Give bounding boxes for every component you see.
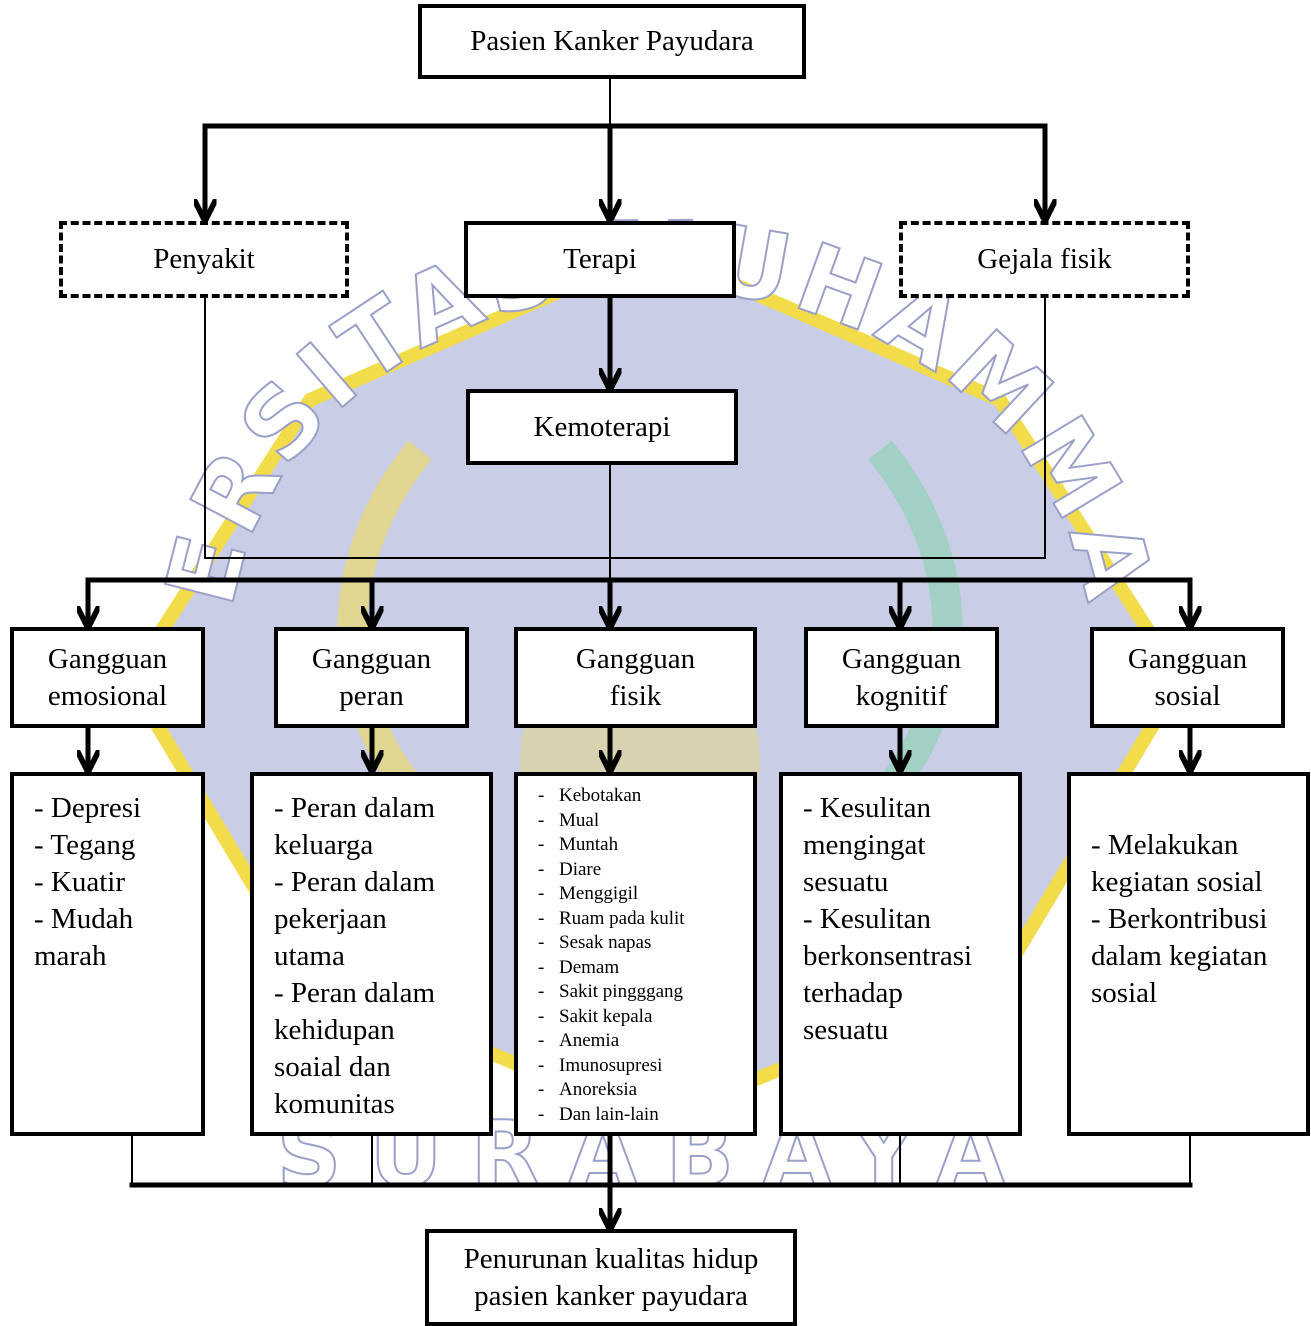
detail-line: kegiatan sosial [1091, 866, 1263, 898]
cat-emosional-line2: emosional [47, 679, 168, 712]
node-root: Pasien Kanker Payudara [418, 4, 806, 79]
detail-line: - Melakukan [1091, 829, 1239, 861]
cat-kognitif-line1: Gangguan [841, 642, 962, 675]
detail-item: -Sakit pingggang [538, 980, 749, 1005]
detail-item-text: Sesak napas [559, 932, 652, 953]
detail-line: sosial [1091, 977, 1158, 1009]
detail-item: -Ruam pada kulit [538, 907, 749, 932]
cat-fisik-line1: Gangguan [575, 642, 696, 675]
detail-line: - Peran dalam [274, 792, 436, 824]
node-root-label: Pasien Kanker Payudara [470, 25, 754, 57]
node-terapi: Terapi [464, 221, 736, 298]
detail-item-text: Demam [559, 956, 620, 978]
detail-item-text: Muntah [559, 834, 619, 855]
detail-item: -Sakit kepala [538, 1005, 749, 1030]
node-cat-emosional: Gangguan emosional [10, 627, 205, 728]
detail-line: - Kuatir [34, 866, 125, 898]
detail-fisik: -Kebotakan -Mual -Muntah -Diare -Menggig… [514, 772, 757, 1136]
detail-line: sesuatu [803, 866, 889, 898]
detail-item: -Sesak napas [538, 931, 749, 956]
node-outcome: Penurunan kualitas hidup pasien kanker p… [425, 1229, 797, 1326]
node-penyakit-label: Penyakit [153, 243, 255, 275]
detail-line: - Kesulitan [803, 903, 932, 935]
detail-line: sesuatu [803, 1014, 889, 1046]
cat-kognitif-line2: kognitif [855, 679, 948, 712]
detail-line: mengingat [803, 829, 926, 861]
node-cat-fisik: Gangguan fisik [514, 627, 757, 728]
cat-emosional-line1: Gangguan [47, 642, 168, 675]
detail-sosial: - Melakukan kegiatan sosial - Berkontrib… [1067, 772, 1310, 1136]
detail-line: marah [34, 940, 107, 972]
detail-line: - Berkontribusi [1091, 903, 1268, 935]
detail-item-text: Diare [559, 858, 602, 880]
detail-item: -Imunosupresi [538, 1054, 749, 1079]
detail-line: - Tegang [34, 829, 136, 861]
detail-item-text: Kebotakan [559, 785, 642, 806]
detail-line: komunitas [274, 1088, 395, 1120]
detail-item: -Demam [538, 956, 749, 981]
cat-fisik-line2: fisik [609, 679, 662, 712]
detail-item-text: Sakit pingggang [559, 981, 684, 1002]
detail-line: - Peran dalam [274, 977, 436, 1009]
detail-item-text: Mual [559, 809, 600, 831]
node-kemoterapi-label: Kemoterapi [533, 410, 671, 443]
detail-item: -Kebotakan [538, 784, 749, 809]
node-cat-sosial: Gangguan sosial [1090, 627, 1285, 728]
cat-peran-line2: peran [339, 679, 404, 712]
detail-kognitif: - Kesulitan mengingat sesuatu - Kesulita… [779, 772, 1022, 1136]
detail-line: - Peran dalam [274, 866, 436, 898]
cat-peran-line1: Gangguan [311, 642, 432, 675]
detail-item-text: Sakit kepala [559, 1005, 653, 1027]
detail-line: berkonsentrasi [803, 940, 973, 972]
detail-line: terhadap [803, 977, 903, 1009]
detail-item-text: Anoreksia [559, 1079, 638, 1100]
node-terapi-label: Terapi [563, 243, 637, 275]
detail-line: pekerjaan [274, 903, 387, 935]
cat-sosial-line1: Gangguan [1127, 642, 1248, 675]
node-cat-peran: Gangguan peran [274, 627, 469, 728]
detail-item-text: Anemia [559, 1030, 620, 1051]
detail-item-text: Menggigil [559, 883, 639, 904]
detail-line: dalam kegiatan [1091, 940, 1268, 972]
cat-sosial-line2: sosial [1154, 679, 1221, 712]
detail-line: - Kesulitan [803, 792, 932, 824]
detail-item: -Menggigil [538, 882, 749, 907]
node-kemoterapi: Kemoterapi [466, 389, 738, 465]
detail-line: - Depresi [34, 792, 142, 824]
detail-item-text: Ruam pada kulit [559, 907, 685, 929]
detail-item: -Anemia [538, 1029, 749, 1054]
outcome-line2: pasien kanker payudara [474, 1279, 748, 1312]
detail-item: -Anoreksia [538, 1078, 749, 1103]
detail-line: kehidupan [274, 1014, 395, 1046]
node-gejala-fisik: Gejala fisik [899, 221, 1190, 298]
node-cat-kognitif: Gangguan kognitif [804, 627, 999, 728]
detail-peran: - Peran dalam keluarga - Peran dalam pek… [250, 772, 493, 1136]
detail-item: -Mual [538, 809, 749, 834]
detail-item: -Dan lain-lain [538, 1103, 749, 1128]
detail-line: soaial dan [274, 1051, 391, 1083]
node-gejala-label: Gejala fisik [977, 243, 1112, 275]
detail-line: keluarga [274, 829, 374, 861]
outcome-line1: Penurunan kualitas hidup [463, 1242, 759, 1275]
node-penyakit: Penyakit [59, 221, 349, 298]
detail-item-text: Imunosupresi [559, 1054, 663, 1076]
detail-line: utama [274, 940, 345, 972]
detail-emosional: - Depresi - Tegang - Kuatir - Mudah mara… [10, 772, 205, 1136]
detail-item-text: Dan lain-lain [559, 1103, 659, 1125]
detail-line: - Mudah [34, 903, 134, 935]
detail-item: -Diare [538, 858, 749, 883]
detail-item: -Muntah [538, 833, 749, 858]
